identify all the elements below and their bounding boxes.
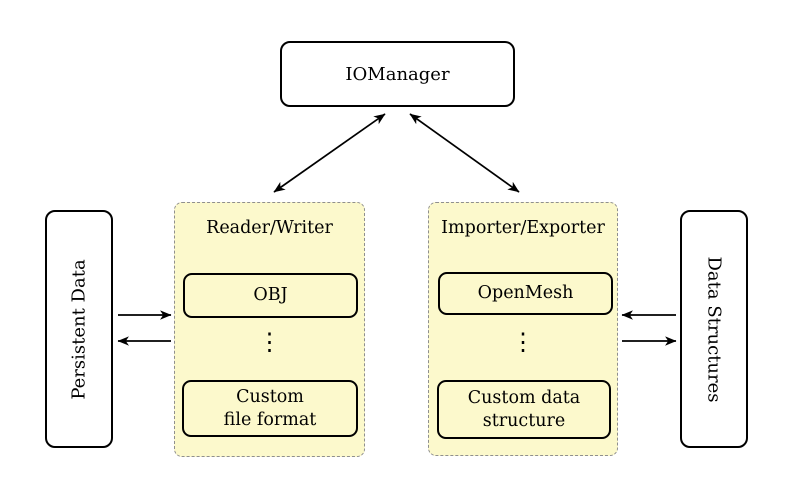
data-structures-label: Data Structures: [703, 255, 725, 403]
openmesh-node: OpenMesh: [438, 272, 613, 315]
iomanager-label: IOManager: [345, 63, 450, 85]
custom-data-structure-line2: structure: [482, 410, 566, 431]
openmesh-label: OpenMesh: [477, 283, 574, 304]
arrow-iomanager-importer-exporter: [409, 113, 520, 193]
reader-writer-title: Reader/Writer: [206, 218, 333, 238]
reader-writer-ellipsis: ⋮: [257, 328, 282, 356]
importer-exporter-container: Importer/Exporter OpenMesh ⋮ Custom data…: [428, 202, 618, 456]
custom-file-format-line2: file format: [223, 409, 317, 430]
reader-writer-container: Reader/Writer OBJ ⋮ Custom file format: [174, 202, 365, 457]
persistent-data-node: Persistent Data: [45, 210, 113, 448]
custom-file-format-line1: Custom: [236, 386, 304, 407]
custom-data-structure-node: Custom data structure: [437, 380, 611, 439]
custom-data-structure-line1: Custom data: [467, 387, 581, 408]
obj-label: OBJ: [253, 285, 288, 306]
importer-exporter-title: Importer/Exporter: [441, 218, 605, 238]
persistent-data-label: Persistent Data: [68, 258, 90, 400]
custom-file-format-node: Custom file format: [182, 380, 358, 437]
data-structures-node: Data Structures: [680, 210, 748, 448]
iomanager-node: IOManager: [280, 41, 515, 107]
obj-node: OBJ: [183, 273, 358, 318]
arrow-iomanager-reader-writer: [273, 113, 386, 193]
importer-exporter-ellipsis: ⋮: [511, 328, 535, 356]
